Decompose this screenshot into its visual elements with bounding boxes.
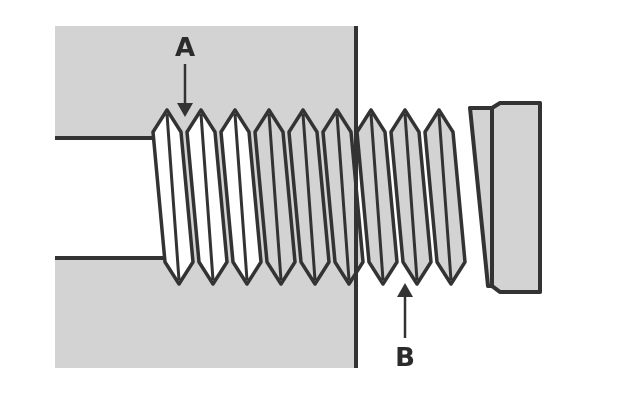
thread-flank-line (437, 113, 453, 281)
internal-thread-section (151, 108, 263, 286)
thread-flank-line (403, 113, 419, 281)
thread-flank-line (199, 113, 215, 281)
arrow-b-head (397, 283, 413, 297)
external-thread-section (253, 108, 467, 286)
thread-flank-line (233, 113, 249, 281)
label-b: B (395, 343, 415, 373)
thread-flank-line (369, 113, 385, 281)
bolt-head (490, 101, 542, 294)
bore-hole (55, 138, 165, 258)
arrow-a-head (177, 103, 193, 117)
thread-flank-line (165, 113, 181, 281)
thread-flank-line (301, 113, 317, 281)
label-a: A (175, 33, 195, 63)
bolt-shank (468, 106, 494, 288)
thread-flank-line (335, 113, 351, 281)
thread-flank-line (267, 113, 283, 281)
